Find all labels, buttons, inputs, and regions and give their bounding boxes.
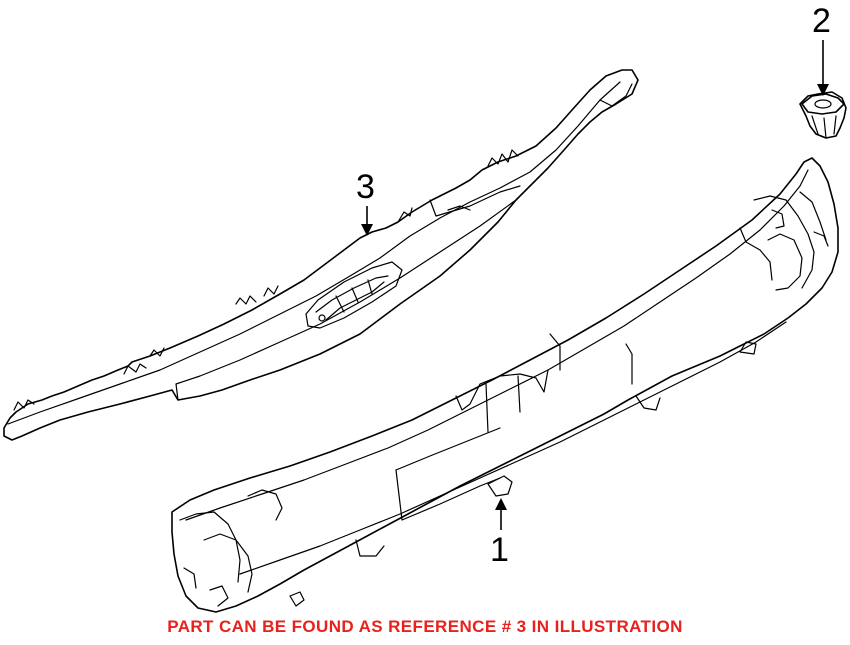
upper-trim-panel (3, 69, 639, 441)
callout-2: 2 (812, 2, 831, 96)
reference-note: PART CAN BE FOUND AS REFERENCE # 3 IN IL… (167, 617, 683, 636)
callout-1-arrowhead (495, 498, 507, 510)
push-nut-clip (799, 91, 847, 139)
lower-trim-panel (171, 157, 839, 613)
callout-3-label: 3 (356, 168, 375, 206)
callout-2-label: 2 (812, 2, 831, 40)
callout-3-arrowhead (361, 224, 373, 236)
callout-2-arrowhead (817, 84, 829, 96)
callout-1-label: 1 (490, 531, 509, 569)
callout-1: 1 (490, 498, 509, 569)
callout-3: 3 (356, 168, 375, 236)
